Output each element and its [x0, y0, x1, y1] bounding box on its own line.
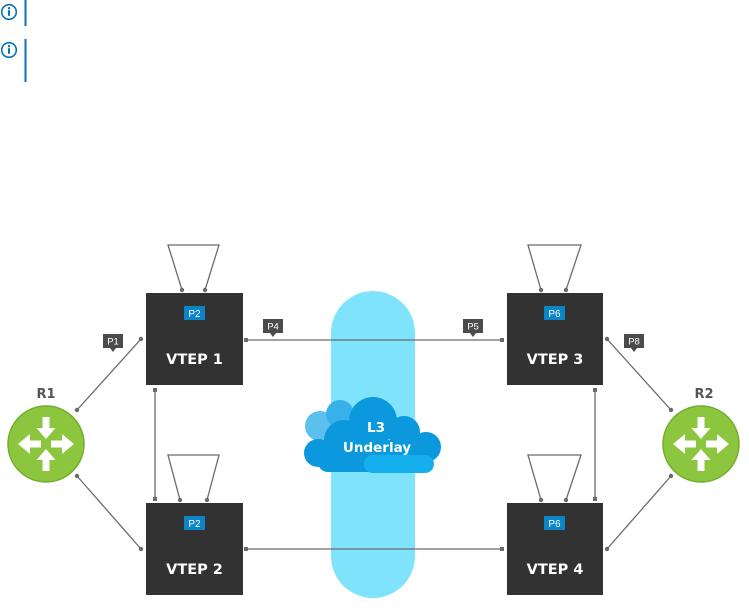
vtep-1[interactable]: P2 VTEP 1	[146, 293, 243, 385]
links	[74, 244, 674, 552]
loop-vtep4	[527, 454, 582, 503]
underlay-label-line1: L3	[367, 420, 385, 436]
link-endpoint	[74, 407, 80, 413]
link-endpoint	[668, 407, 674, 413]
port-badge	[184, 306, 205, 320]
link-r1-vtep1	[76, 338, 142, 411]
port-tag-p1: P1	[103, 334, 123, 352]
note-bar	[24, 0, 27, 26]
info-icon	[0, 41, 18, 59]
svg-text:P1: P1	[107, 337, 119, 348]
link-endpoint	[500, 547, 504, 551]
loop-vtep1	[167, 244, 220, 293]
port-tag-p4: P4	[263, 319, 283, 337]
port-badge	[544, 306, 565, 320]
vtep-label: VTEP 3	[527, 352, 584, 368]
svg-text:P6: P6	[548, 519, 561, 530]
router-label: R1	[36, 387, 55, 402]
svg-text:P6: P6	[548, 309, 561, 320]
router-icon	[7, 405, 85, 483]
link-endpoint	[153, 388, 157, 392]
vtep-2[interactable]: P2 VTEP 2	[146, 503, 243, 595]
info-icon	[0, 3, 18, 21]
vtep-label: VTEP 2	[166, 562, 223, 578]
note-2	[0, 39, 27, 82]
port-tag-p5: P5	[463, 319, 483, 337]
underlay-label-line2: Underlay	[343, 440, 411, 456]
svg-text:P4: P4	[267, 322, 279, 333]
link-endpoint	[138, 336, 144, 342]
port-badge	[184, 516, 205, 530]
link-endpoint	[593, 497, 597, 501]
link-endpoint	[138, 546, 144, 552]
cloud-icon: L3 Underlay	[304, 397, 441, 473]
link-endpoint	[593, 388, 597, 392]
port-badge	[544, 516, 565, 530]
router-r2[interactable]: R2	[662, 387, 740, 483]
router-r1[interactable]: R1	[7, 387, 85, 483]
note-1	[0, 0, 27, 26]
link-endpoint	[153, 497, 157, 501]
note-bar	[24, 39, 27, 82]
vtep-label: VTEP 4	[527, 562, 584, 578]
link-vtep4-r2	[606, 475, 672, 550]
vtep-4[interactable]: P6 VTEP 4	[507, 503, 603, 595]
link-endpoint	[74, 473, 80, 479]
svg-text:P2: P2	[188, 519, 201, 530]
link-endpoint	[604, 546, 610, 552]
svg-text:P2: P2	[188, 309, 201, 320]
vtep-3[interactable]: P6 VTEP 3	[507, 293, 603, 385]
router-icon	[662, 405, 740, 483]
loop-vtep2	[167, 454, 220, 503]
link-endpoint	[604, 336, 610, 342]
vtep-label: VTEP 1	[166, 352, 223, 368]
link-vtep3-r2	[606, 338, 672, 411]
link-endpoint	[668, 473, 674, 479]
link-endpoint	[244, 338, 248, 342]
link-r1-vtep2	[76, 475, 142, 550]
router-label: R2	[694, 387, 713, 402]
svg-text:P5: P5	[467, 322, 479, 333]
port-tag-p8: P8	[624, 334, 644, 352]
link-endpoint	[500, 338, 504, 342]
loop-vtep3	[527, 244, 582, 293]
link-endpoint	[244, 547, 248, 551]
svg-text:P8: P8	[628, 337, 640, 348]
